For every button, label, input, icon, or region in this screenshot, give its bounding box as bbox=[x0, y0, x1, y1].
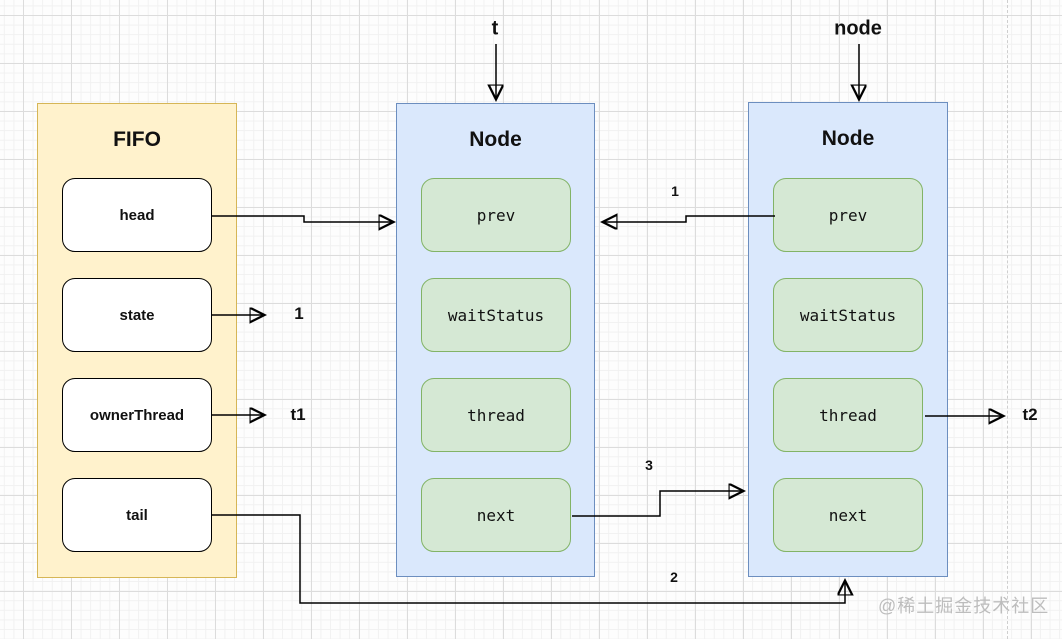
arrow-node1-next-to-node2 bbox=[572, 491, 742, 517]
fifo-field-tail-label: tail bbox=[126, 506, 148, 524]
fifo-field-head: head bbox=[62, 178, 212, 252]
node1-title: Node bbox=[469, 128, 522, 151]
node1-field-prev: prev bbox=[421, 178, 571, 252]
node2-field-thread-label: thread bbox=[819, 405, 877, 425]
node1-field-thread-label: thread bbox=[467, 405, 525, 425]
node2-title: Node bbox=[821, 127, 875, 150]
fifo-title: FIFO bbox=[113, 128, 161, 151]
node2-field-waitstatus: waitStatus bbox=[773, 278, 923, 352]
fifo-field-ownerthread: ownerThread bbox=[62, 378, 212, 452]
node2-field-thread: thread bbox=[773, 378, 923, 452]
fifo-field-state: state bbox=[62, 278, 212, 352]
fifo-field-state-label: state bbox=[119, 306, 155, 324]
arrow-head-to-node1-prev bbox=[212, 216, 392, 222]
node2-field-prev: prev bbox=[773, 178, 923, 252]
node2-field-next: next bbox=[773, 478, 923, 552]
edge-label-1: 1 bbox=[671, 183, 679, 199]
pointer-label-node: node bbox=[834, 17, 882, 40]
edge-label-2: 2 bbox=[670, 569, 678, 585]
node2-field-next-label: next bbox=[828, 505, 868, 525]
fifo-field-tail: tail bbox=[62, 478, 212, 552]
fifo-field-ownerthread-label: ownerThread bbox=[89, 406, 185, 424]
node1-field-thread: thread bbox=[421, 378, 571, 452]
page-break-line bbox=[1007, 0, 1008, 639]
watermark-text: @稀土掘金技术社区 bbox=[878, 596, 1050, 616]
node1-field-waitstatus: waitStatus bbox=[421, 278, 571, 352]
ownerthread-value-label: t1 bbox=[290, 405, 306, 424]
node1-field-prev-label: prev bbox=[476, 205, 516, 225]
node1-field-next: next bbox=[421, 478, 571, 552]
pointer-label-t: t bbox=[491, 17, 499, 40]
node2-field-waitstatus-label: waitStatus bbox=[799, 305, 897, 325]
state-value-label: 1 bbox=[294, 304, 304, 323]
node2-field-prev-label: prev bbox=[828, 205, 868, 225]
thread2-value-label: t2 bbox=[1022, 405, 1038, 424]
node1-field-next-label: next bbox=[476, 505, 516, 525]
fifo-field-head-label: head bbox=[119, 206, 155, 224]
node1-field-waitstatus-label: waitStatus bbox=[447, 305, 545, 325]
edge-label-3: 3 bbox=[645, 457, 653, 473]
